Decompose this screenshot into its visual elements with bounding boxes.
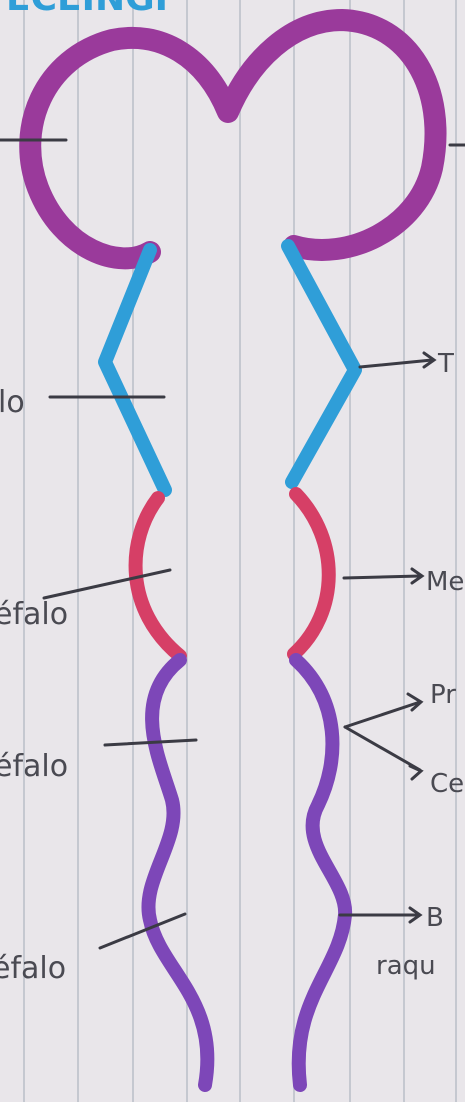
label-left-4: éfalo [0,749,68,784]
pointer-line-left-3 [44,570,170,598]
label-left-3: éfalo [0,597,68,632]
label-right-4: Pr [430,680,456,710]
mesencephalon-right-wall [294,494,329,654]
pointer-line-left-5 [100,914,185,948]
telencephalon-outline [30,20,435,258]
pointer-line-right-4 [345,702,420,727]
label-right-6: B [426,903,444,933]
pointer-line-right-3 [344,576,420,578]
diencephalon-left-wall [105,250,165,490]
label-right-5: Ce [430,769,464,799]
label-left-2: lo [0,385,25,420]
label-right-3: Me [426,567,464,597]
diencephalon-right-wall [288,246,355,482]
label-pointers [0,140,465,948]
notebook-rules [24,0,456,1102]
pointer-line-right-2 [360,360,432,367]
rhombencephalon-left-wall [148,660,207,1085]
arrowhead-icon [408,694,421,710]
label-right-2: T [437,349,454,379]
pointer-line-right-5 [345,727,420,770]
heading-fragment: ECEINGI [6,0,168,19]
rhombencephalon-right-wall [296,660,345,1085]
label-right-7: raqu [376,951,436,981]
label-left-5: éfalo [0,951,66,986]
